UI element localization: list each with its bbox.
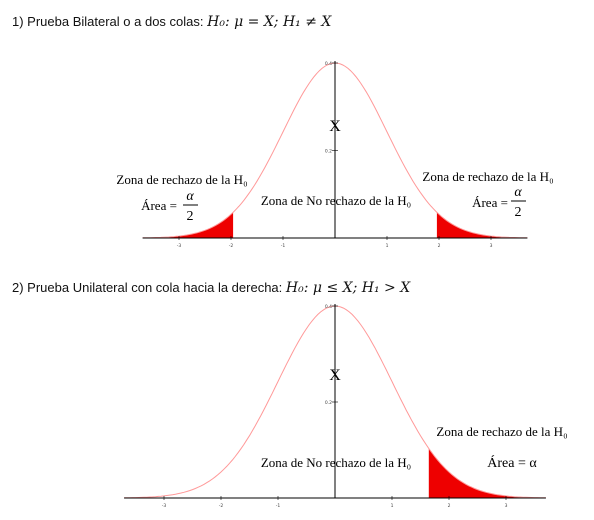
right-zone-area-label: Área = α xyxy=(487,454,537,471)
middle-zone-title: Zona de No rechazo de la H₀ xyxy=(261,193,411,208)
section-1-formula: H₀: μ = X; H₁ ≠ X xyxy=(207,14,332,30)
right-rejection-region xyxy=(428,448,546,498)
right-zone-title: Zona de rechazo de la H₀ xyxy=(422,169,553,184)
right-rejection-region xyxy=(436,212,528,238)
left-zone-area-label: Área = xyxy=(141,198,177,213)
x-tick-label: 2 xyxy=(438,243,441,249)
section-1-title: 1) Prueba Bilateral o a dos colas: xyxy=(12,14,204,29)
x-tick-label: 2 xyxy=(448,503,451,509)
x-tick-label: -3 xyxy=(177,243,182,249)
section-2-heading: 2) Prueba Unilateral con cola hacia la d… xyxy=(12,280,410,296)
y-tick-label: 0.2 xyxy=(325,400,332,406)
left-zone-title: Zona de rechazo de la H₀ xyxy=(116,172,247,187)
section-2-formula: H₀: μ ≤ X; H₁ > X xyxy=(285,280,411,296)
x-tick-label: 1 xyxy=(386,243,389,249)
x-tick-label: -1 xyxy=(276,503,281,509)
left-zone-denominator: 2 xyxy=(187,209,194,224)
right-zone-alpha: α xyxy=(514,185,522,200)
x-tick-label: -2 xyxy=(219,503,224,509)
right-tailed-curve-diagram: 0.4 0.2 -3 -2 -1 1 2 3 X Zona de No rechazo de… xyxy=(124,304,568,509)
right-zone-denominator: 2 xyxy=(515,205,522,220)
right-zone-title: Zona de rechazo de la H₀ xyxy=(436,424,567,439)
x-tick-label: 3 xyxy=(505,503,508,509)
mean-x-label: X xyxy=(329,367,341,384)
mean-x-label: X xyxy=(329,118,341,135)
x-tick-label: -3 xyxy=(162,503,167,509)
x-tick-label: 1 xyxy=(391,503,394,509)
x-tick-label: -1 xyxy=(281,243,286,249)
left-rejection-region xyxy=(142,212,234,238)
right-zone-area-label: Área = xyxy=(472,195,508,210)
middle-zone-title: Zona de No rechazo de la H₀ xyxy=(261,455,411,470)
y-tick-label: 0.4 xyxy=(325,304,332,310)
y-tick-label: 0.2 xyxy=(325,149,332,155)
x-tick-label: 3 xyxy=(490,243,493,249)
x-tick-label: -2 xyxy=(229,243,234,249)
section-2-title: 2) Prueba Unilateral con cola hacia la d… xyxy=(12,280,283,295)
left-zone-alpha: α xyxy=(186,189,194,204)
section-1-heading: 1) Prueba Bilateral o a dos colas: H₀: μ… xyxy=(12,14,331,30)
two-tailed-curve-diagram: 0.4 0.2 -3 -2 -1 1 2 3 X Zona de rechazo de la… xyxy=(116,61,554,249)
y-tick-label: 0.4 xyxy=(325,61,332,67)
